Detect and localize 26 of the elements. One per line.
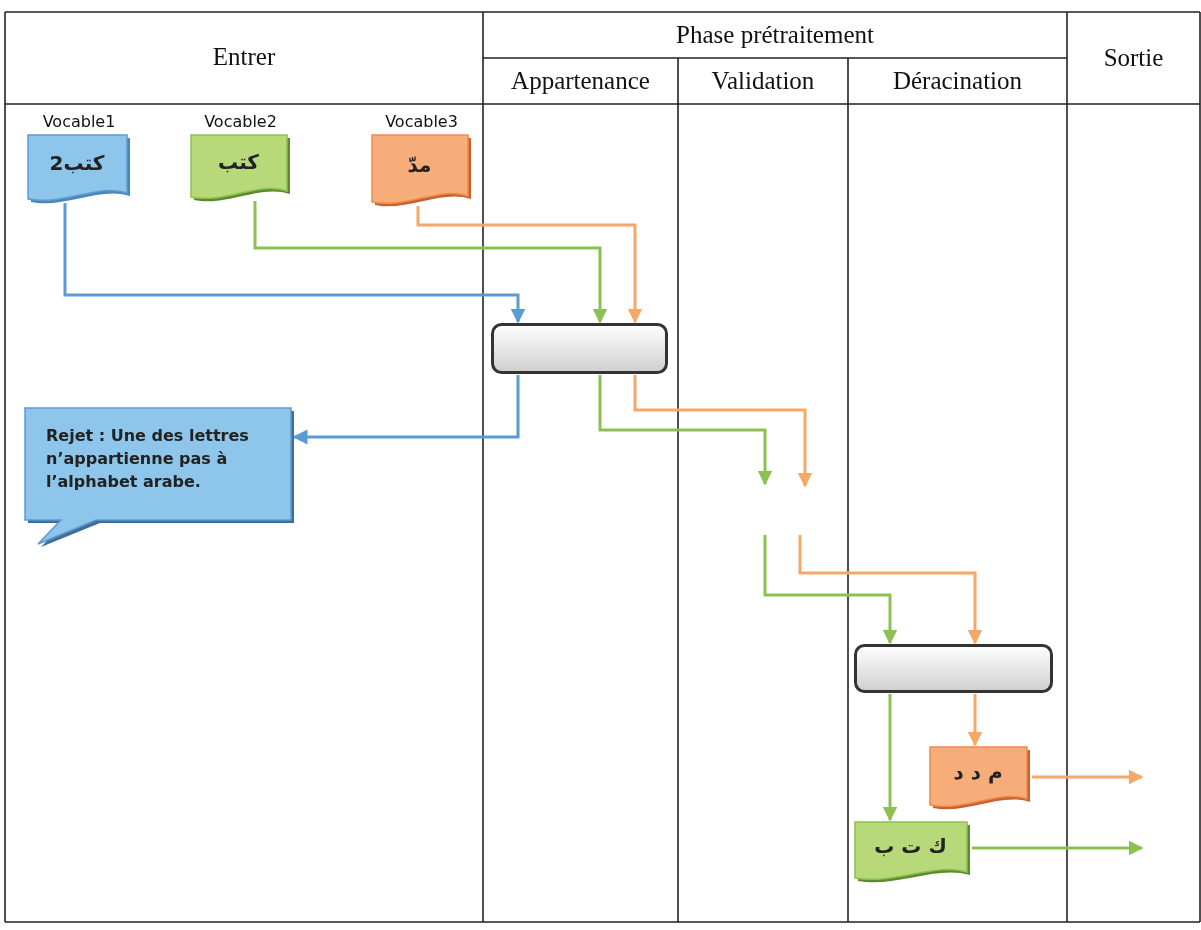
arrow — [416, 206, 643, 324]
arabic-word: كتب — [218, 150, 259, 174]
column-header: Déracination — [891, 66, 1024, 96]
vocable-label: Vocable2 — [203, 112, 278, 131]
arrow — [633, 375, 813, 488]
arrow — [882, 694, 898, 822]
column-header: Phase prétraitement — [675, 20, 875, 50]
column-header: Sortie — [1102, 43, 1165, 73]
column-header: Entrer — [211, 42, 277, 72]
arabic-word: م د د — [953, 760, 1003, 784]
rejection-message: Rejet : Une des lettres n’appartienne pas à l’alphabet arabe. — [46, 425, 250, 493]
arabic-word: كتب2 — [49, 151, 105, 175]
arabic-word: مدّ — [407, 152, 432, 177]
arrow — [967, 694, 983, 747]
arrow — [63, 203, 526, 324]
arrow — [763, 535, 898, 645]
arrow — [253, 201, 608, 324]
column-header: Appartenance — [510, 66, 651, 96]
vocable-label: Vocable1 — [41, 112, 117, 131]
arrow — [972, 840, 1144, 856]
column-header: Validation — [710, 66, 816, 96]
arrow — [798, 535, 983, 645]
arrow — [598, 375, 773, 486]
arabic-word: ك ت ب — [874, 834, 947, 858]
vocable-label: Vocable3 — [384, 112, 459, 131]
arrow — [1032, 769, 1144, 785]
